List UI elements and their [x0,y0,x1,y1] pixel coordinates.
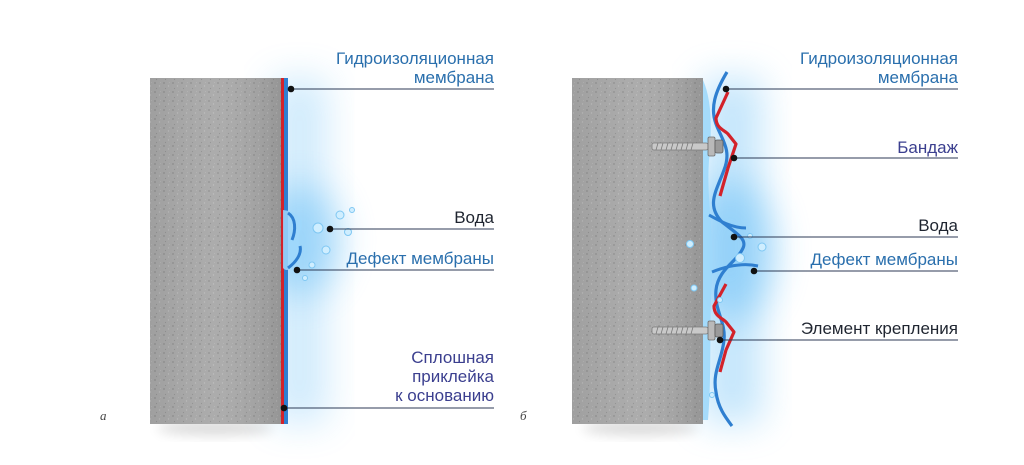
left-adhesion-label: Сплошная приклейка к основанию [395,348,494,405]
right-bandage-upper [714,91,738,197]
left-panel-letter: а [100,408,107,423]
left-water-label: Вода [454,208,494,227]
right-bandage-dot [730,154,738,162]
right-fastener-dot [716,336,724,344]
right-bandage-lower [712,283,736,373]
right-lower-fastener [651,320,724,341]
left-adhesive-layer [281,78,284,424]
left-water-drops [302,207,355,281]
left-leader-lines [284,88,494,409]
right-membrane-label: Гидроизоляционная мембрана [799,49,958,87]
right-panel [572,71,958,435]
left-defect-dot [293,266,301,274]
left-water-dot [326,225,334,233]
left-membrane-label: Гидроизоляционная мембрана [335,49,494,87]
right-water-label: Вода [918,216,958,235]
left-wall-shadow [157,421,273,435]
right-water-drops [686,233,767,398]
right-membrane-dot [722,85,730,93]
right-panel-letter: б [520,408,527,423]
right-membrane [711,71,746,427]
right-defect-dot [750,267,758,275]
left-panel [150,78,494,435]
left-defect-label: Дефект мембраны [346,249,494,268]
right-water-dot [730,233,738,241]
right-wall-shadow [582,421,698,435]
left-adhesion-dot [280,404,288,412]
right-fastener-label: Элемент крепления [800,319,958,338]
right-defect-label: Дефект мембраны [810,250,958,269]
left-membrane-dot [287,85,295,93]
right-upper-fastener [651,136,724,157]
right-bandage-label: Бандаж [897,138,958,157]
right-leader-lines [720,88,958,341]
